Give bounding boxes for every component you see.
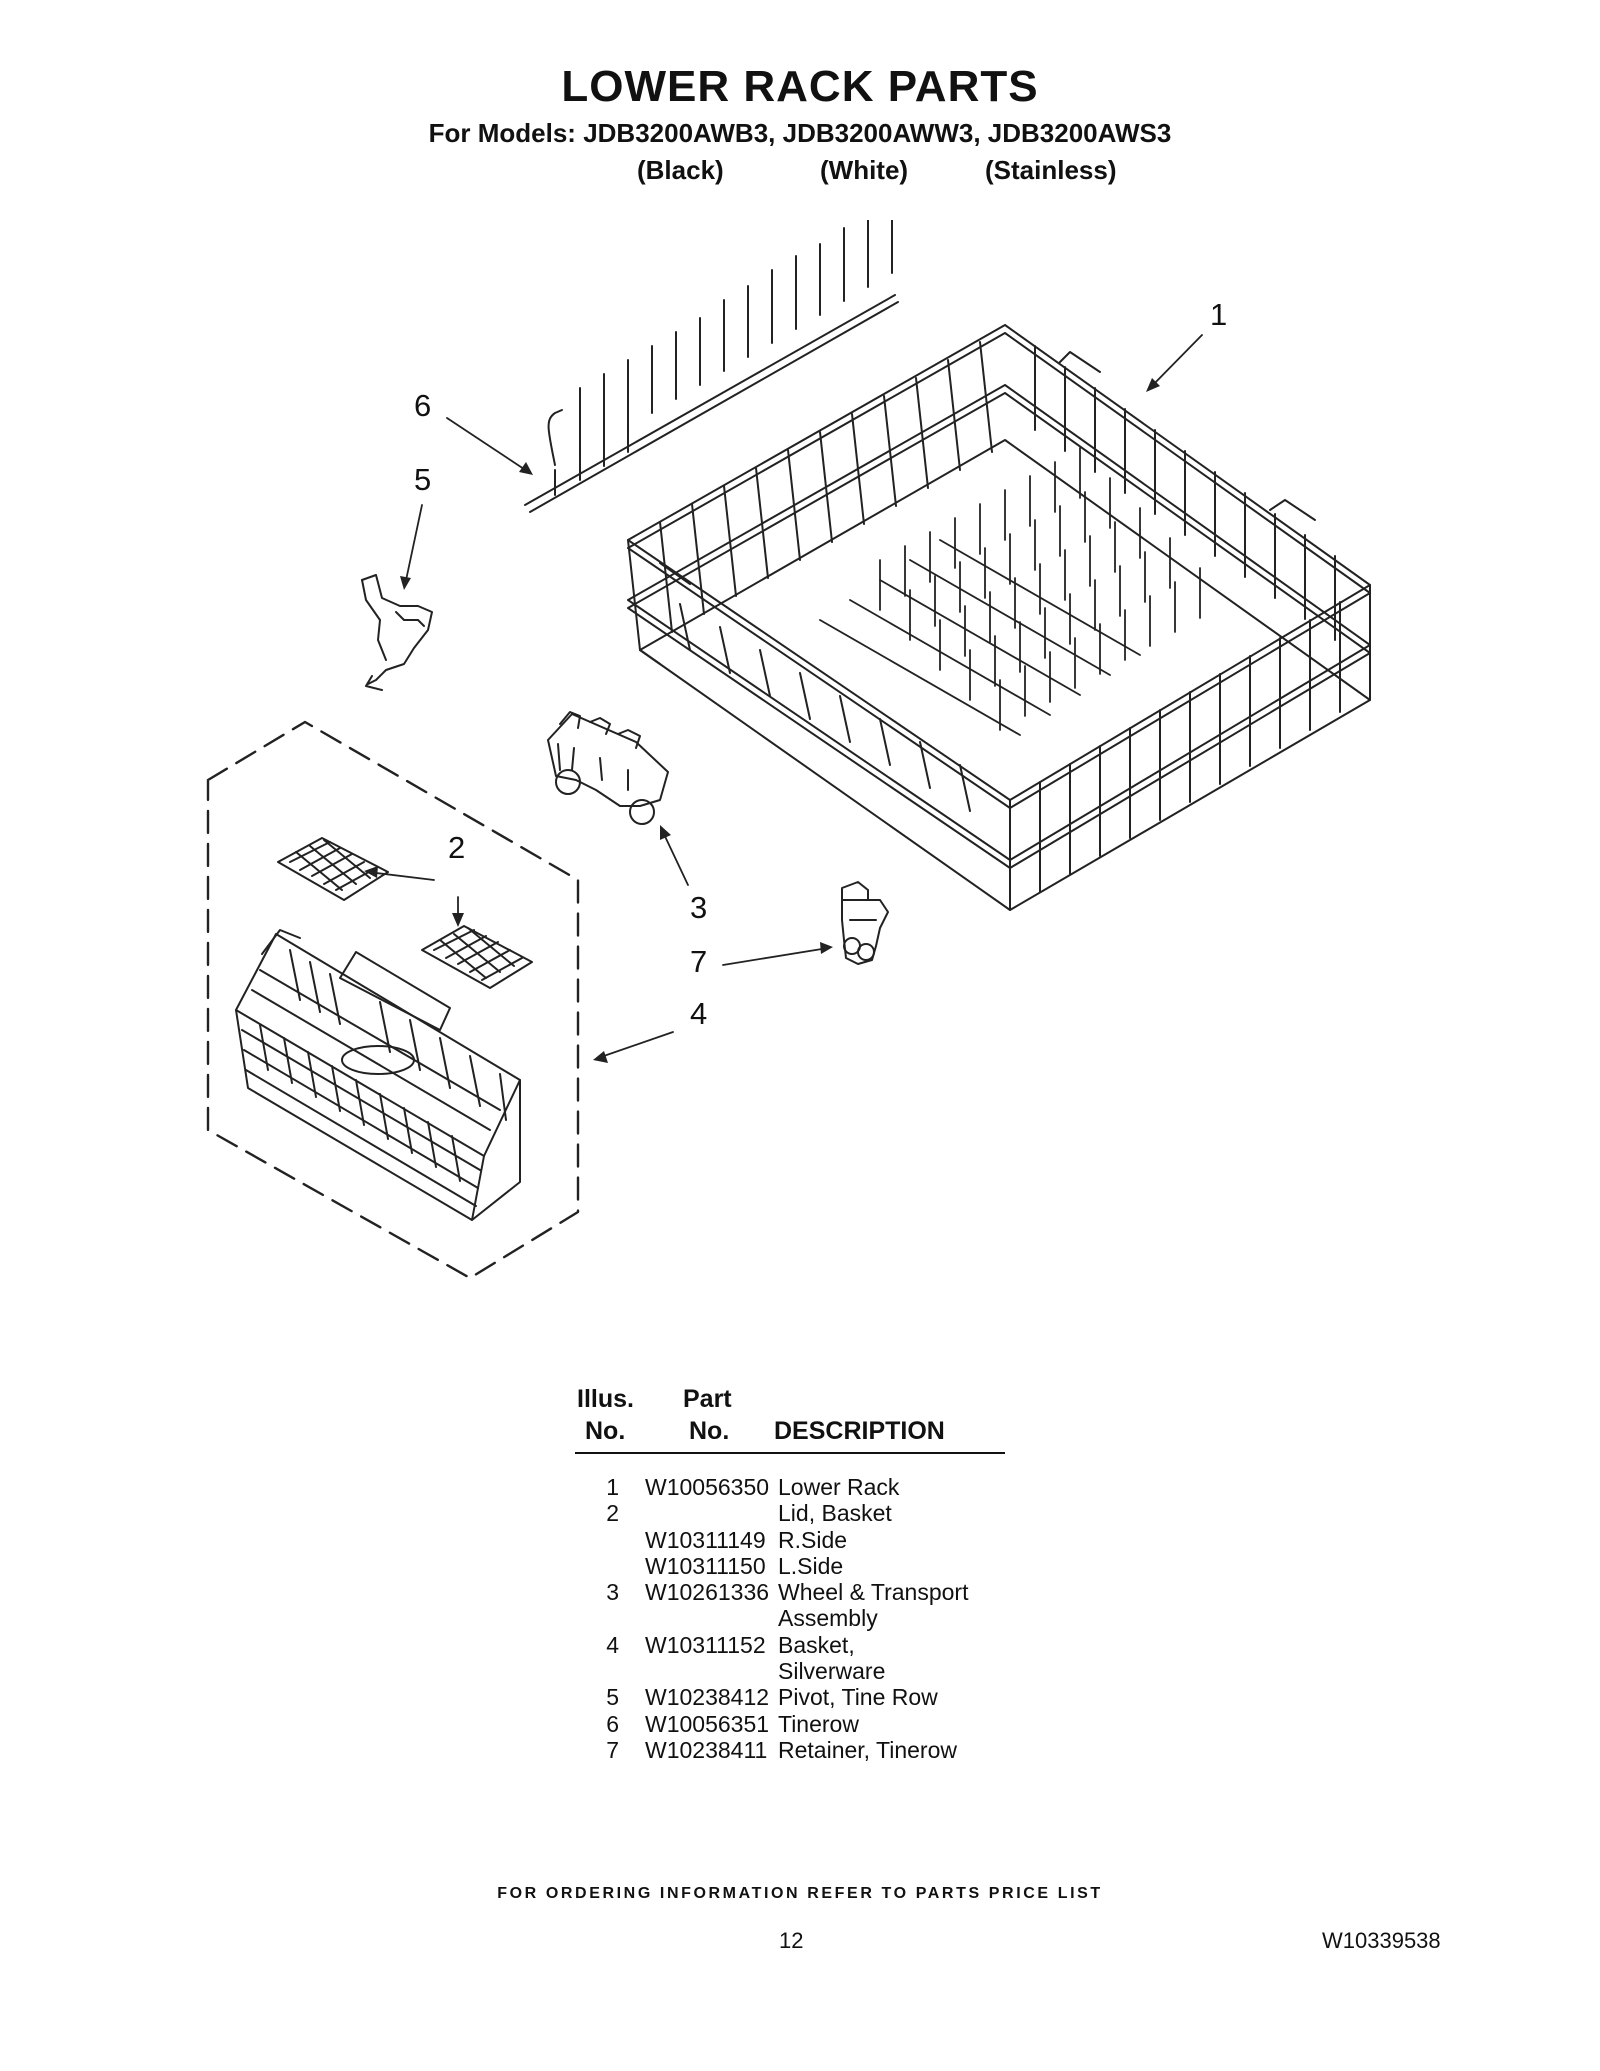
callout-4: 4 xyxy=(690,996,707,1031)
callout-6: 6 xyxy=(414,388,431,423)
callout-3: 3 xyxy=(690,890,707,925)
part-no-cell: W10056350 xyxy=(645,1474,770,1500)
exploded-parts-diagram: 1 2 3 4 5 6 7 xyxy=(206,220,1371,1280)
illus-no-cell: 2 xyxy=(606,1500,619,1527)
part-no-cell: W10238412 xyxy=(645,1684,770,1711)
illus-no-cell: 3 xyxy=(606,1579,619,1606)
callout-7: 7 xyxy=(690,944,707,979)
silverware-basket-group xyxy=(206,720,580,1280)
part-no-cell: W10238411 xyxy=(645,1736,768,1763)
models-line: For Models: JDB3200AWB3, JDB3200AWW3, JD… xyxy=(428,118,1172,148)
basket-lid-right-drawing xyxy=(277,837,389,901)
color-labels: (Black) (White) (Stainless) xyxy=(0,155,1600,185)
color-label-black: (Black) xyxy=(637,155,724,185)
ordering-note: FOR ORDERING INFORMATION REFER TO PARTS … xyxy=(497,1885,1103,1902)
retainer-tinerow-drawing xyxy=(841,881,889,965)
color-label-stainless: (Stainless) xyxy=(985,155,1117,185)
header-description: DESCRIPTION xyxy=(774,1417,945,1445)
page-title: LOWER RACK PARTS xyxy=(561,62,1039,111)
silverware-basket-drawing xyxy=(235,929,521,1221)
header-part-no: No. xyxy=(689,1417,730,1445)
header-part: Part xyxy=(683,1385,732,1413)
description-cell: L.Side xyxy=(778,1552,844,1579)
pivot-tine-row-drawing xyxy=(361,574,433,691)
callout-1: 1 xyxy=(1210,297,1227,332)
basket-lid-left-drawing xyxy=(421,925,533,989)
lower-rack-drawing xyxy=(627,324,1371,911)
part-no-cell: W10311150 xyxy=(645,1552,766,1579)
tinerow-drawing xyxy=(524,220,899,513)
illus-no-cell: 6 xyxy=(606,1710,619,1737)
description-cell: Silverware xyxy=(778,1658,886,1685)
description-cell: Basket, xyxy=(778,1631,855,1658)
description-cell: Pivot, Tine Row xyxy=(778,1684,938,1711)
illus-no-cell: 1 xyxy=(606,1474,619,1500)
header-illus: Illus. xyxy=(577,1385,634,1413)
header-illus-no: No. xyxy=(585,1417,626,1445)
description-cell: Lid, Basket xyxy=(778,1500,892,1527)
wheel-transport-assembly-drawing xyxy=(547,711,669,825)
parts-table-header: Illus. No. Part No. DESCRIPTION xyxy=(575,1385,1005,1453)
parts-table: Illus. No. Part No. DESCRIPTION xyxy=(575,1385,1005,1453)
description-cell: Tinerow xyxy=(778,1710,859,1737)
leader-lines xyxy=(367,334,1203,1059)
leader-arrowheads xyxy=(364,378,1160,1063)
document-number: W10339538 xyxy=(1322,1928,1441,1953)
callout-5: 5 xyxy=(414,462,431,497)
color-label-white: (White) xyxy=(820,155,909,185)
illus-no-cell: 4 xyxy=(606,1631,619,1658)
callout-2: 2 xyxy=(448,830,465,865)
header-rule xyxy=(575,1452,1005,1454)
illus-no-cell: 7 xyxy=(606,1736,619,1763)
part-no-cell: W10056351 xyxy=(645,1710,770,1737)
description-cell: R.Side xyxy=(778,1526,848,1553)
description-cell: Retainer, Tinerow xyxy=(778,1736,957,1763)
illus-no-cell: 5 xyxy=(606,1684,619,1711)
page-number: 12 xyxy=(779,1928,804,1953)
description-cell: Assembly xyxy=(778,1605,878,1632)
description-cell: Lower Rack xyxy=(778,1474,900,1500)
part-no-cell: W10311149 xyxy=(645,1526,766,1553)
part-no-cell: W10311152 xyxy=(645,1631,766,1658)
description-cell: Wheel & Transport xyxy=(778,1579,969,1606)
part-no-cell: W10261336 xyxy=(645,1579,770,1606)
